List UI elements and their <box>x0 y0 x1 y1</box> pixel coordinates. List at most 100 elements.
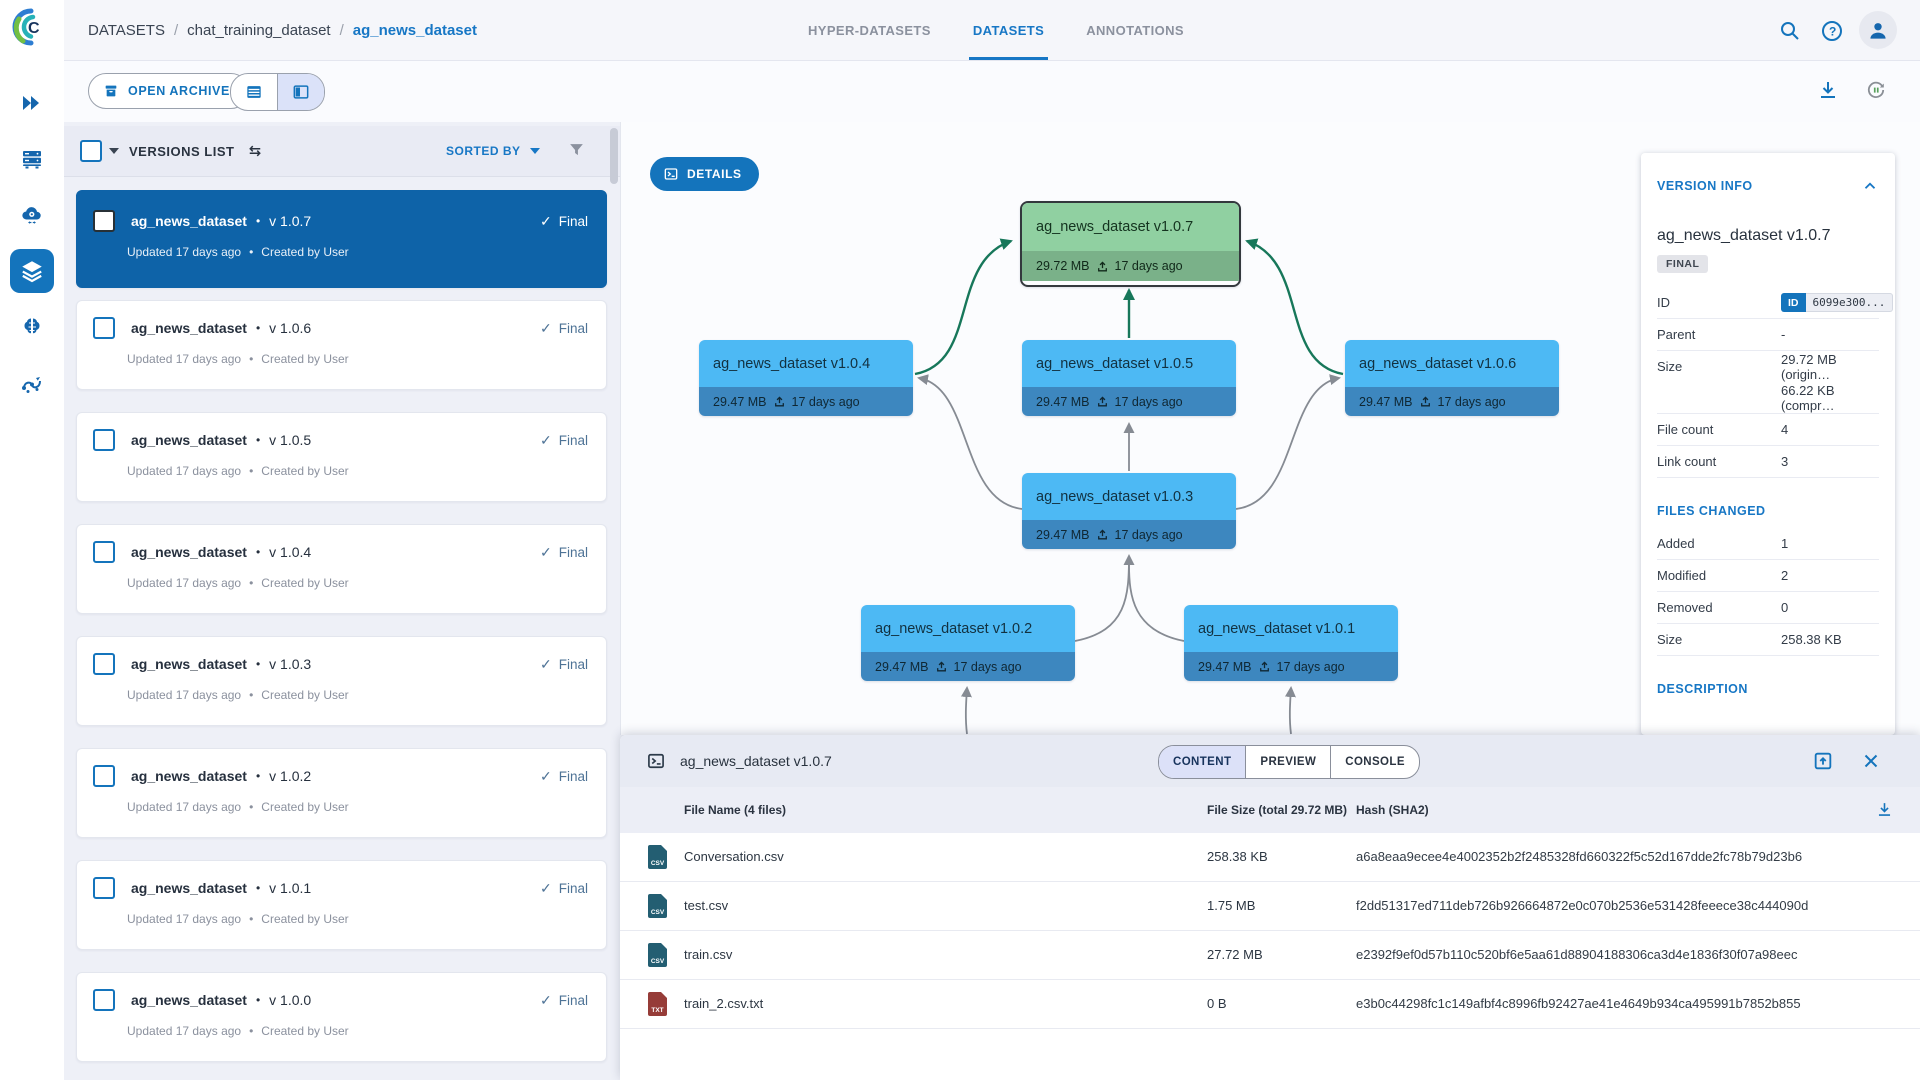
split-view-button[interactable] <box>277 74 324 110</box>
expand-panel-icon[interactable] <box>1812 750 1834 772</box>
created-text: Created by User <box>261 245 349 259</box>
select-all-caret-icon[interactable] <box>109 148 119 154</box>
dot-separator <box>249 688 253 702</box>
updated-text: Updated 17 days ago <box>127 912 242 926</box>
nav-datasets-active[interactable] <box>10 249 54 293</box>
remote-session-cloud-icon[interactable] <box>20 203 44 227</box>
version-number: v 1.0.1 <box>269 880 312 896</box>
file-row[interactable]: CSV Conversation.csv 258.38 KB a6a8eaa9e… <box>620 833 1920 882</box>
version-number: v 1.0.6 <box>269 320 312 336</box>
tab-content[interactable]: CONTENT <box>1159 746 1246 778</box>
help-icon[interactable]: ? <box>1820 19 1844 43</box>
status-badge: Final <box>540 992 588 1009</box>
check-icon <box>540 992 552 1009</box>
version-checkbox[interactable] <box>93 541 115 563</box>
view-toggle <box>230 73 325 111</box>
compare-tune-icon[interactable] <box>246 142 264 160</box>
version-name: ag_news_dataset <box>131 544 247 560</box>
version-checkbox[interactable] <box>93 989 115 1011</box>
pipelines-icon[interactable] <box>20 371 44 395</box>
file-hash: f2dd51317ed711deb726b926664872e0c070b253… <box>1356 898 1809 913</box>
dot-separator <box>256 321 260 335</box>
version-checkbox[interactable] <box>93 765 115 787</box>
user-avatar[interactable] <box>1859 11 1897 49</box>
version-number: v 1.0.7 <box>269 213 312 229</box>
svg-text:?: ? <box>1829 25 1836 39</box>
version-checkbox[interactable] <box>93 877 115 899</box>
select-all-checkbox[interactable] <box>80 140 102 162</box>
version-checkbox[interactable] <box>93 210 115 232</box>
dot-separator <box>256 433 260 447</box>
updated-text: Updated 17 days ago <box>127 800 242 814</box>
node-title: ag_news_dataset v1.0.4 <box>699 340 913 387</box>
file-row[interactable]: CSV train.csv 27.72 MB e2392f9ef0d57b110… <box>620 931 1920 980</box>
tab-console[interactable]: CONSOLE <box>1330 746 1419 778</box>
sorted-by-control[interactable]: SORTED BY <box>446 144 540 158</box>
updated-text: Updated 17 days ago <box>127 688 242 702</box>
version-checkbox[interactable] <box>93 653 115 675</box>
breadcrumb: DATASETS / chat_training_dataset / ag_ne… <box>88 0 477 60</box>
models-brain-icon[interactable] <box>20 315 44 339</box>
versions-list-title: VERSIONS LIST <box>129 143 235 159</box>
tab-preview[interactable]: PREVIEW <box>1245 746 1330 778</box>
search-icon[interactable] <box>1778 19 1802 43</box>
info-row-parent: Parent- <box>1657 319 1879 351</box>
workers-queues-icon[interactable] <box>20 147 44 171</box>
download-icon[interactable] <box>1816 78 1840 102</box>
collapse-chevron-icon[interactable] <box>1861 177 1879 195</box>
dot-separator <box>249 576 253 590</box>
tab-annotations[interactable]: ANNOTATIONS <box>1086 22 1185 38</box>
breadcrumb-datasets[interactable]: DATASETS <box>88 21 165 39</box>
tab-datasets[interactable]: DATASETS <box>968 0 1049 60</box>
file-row[interactable]: TXT train_2.csv.txt 0 B e3b0c44298fc1c14… <box>620 980 1920 1029</box>
upload-icon <box>1258 660 1271 673</box>
dot-separator <box>256 993 260 1007</box>
check-icon <box>540 656 552 673</box>
dot-separator <box>249 352 253 366</box>
file-name: Conversation.csv <box>684 849 784 864</box>
expand-sidebar-icon[interactable] <box>20 91 44 115</box>
table-download-icon[interactable] <box>1875 800 1894 819</box>
breadcrumb-current: ag_news_dataset <box>352 21 477 39</box>
filter-funnel-icon[interactable] <box>567 141 586 160</box>
version-checkbox[interactable] <box>93 317 115 339</box>
tab-hyper-datasets[interactable]: HYPER-DATASETS <box>808 22 931 38</box>
versions-list-scrollbar[interactable] <box>610 128 618 184</box>
breadcrumb-project[interactable]: chat_training_dataset <box>187 21 331 39</box>
close-panel-icon[interactable] <box>1860 750 1882 772</box>
version-name: ag_news_dataset <box>131 656 247 672</box>
file-row[interactable]: CSV test.csv 1.75 MB f2dd51317ed711deb72… <box>620 882 1920 931</box>
open-archive-button[interactable]: OPEN ARCHIVE <box>88 73 249 109</box>
details-label: DETAILS <box>687 167 742 181</box>
left-nav-rail: C <box>0 0 64 1080</box>
details-button[interactable]: DETAILS <box>650 157 759 191</box>
dot-separator <box>256 657 260 671</box>
upload-icon <box>1096 528 1109 541</box>
auto-refresh-icon[interactable] <box>1864 78 1888 102</box>
table-view-button[interactable] <box>231 74 277 110</box>
version-checkbox[interactable] <box>93 429 115 451</box>
check-icon <box>540 213 552 230</box>
updated-text: Updated 17 days ago <box>127 576 242 590</box>
top-header: DATASETS / chat_training_dataset / ag_ne… <box>64 0 1920 61</box>
